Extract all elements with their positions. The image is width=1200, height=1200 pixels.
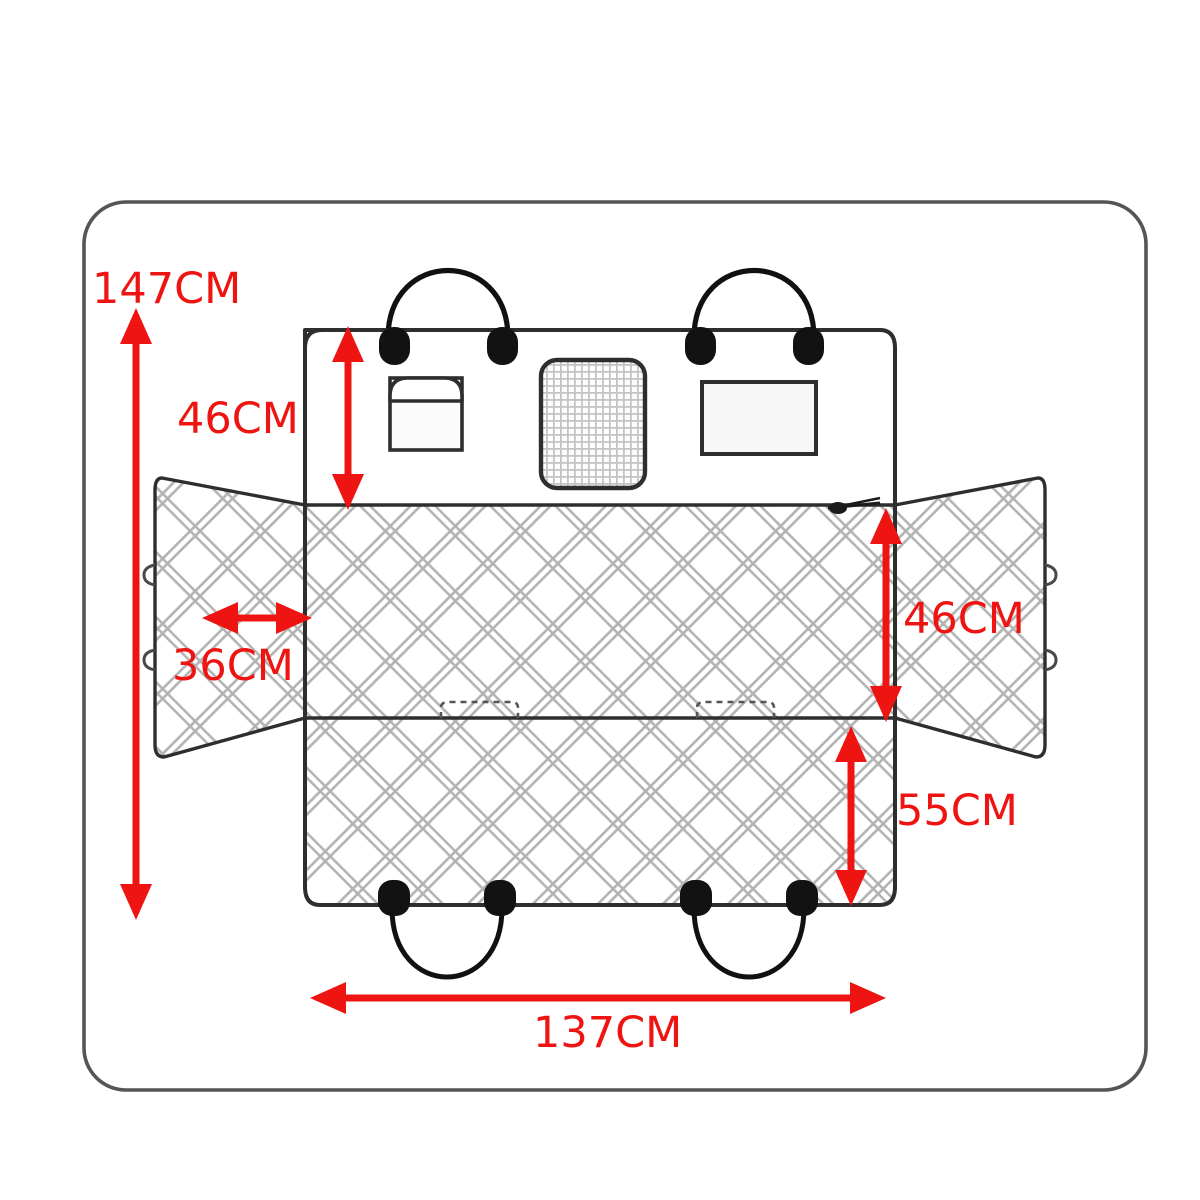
quilted-seat-area (305, 505, 895, 905)
zipper-pull-icon (827, 496, 881, 514)
dimension-label-overall-width: 137CM (533, 1008, 683, 1058)
main-panel (303, 328, 897, 907)
bottom-strap-clips (378, 880, 818, 916)
dimension-label-lower-panel-height: 55CM (896, 786, 1018, 836)
seat-belt-slot-right (695, 700, 776, 718)
dimension-label-side-flap-height: 46CM (903, 594, 1025, 644)
flap-pocket (388, 376, 464, 452)
top-strap-left (385, 267, 511, 341)
plain-pocket (700, 380, 818, 456)
mesh-window (538, 357, 648, 491)
seat-belt-slot-left (439, 700, 520, 718)
top-strap-right (691, 267, 817, 341)
dimension-arrow-147 (120, 308, 152, 920)
dimension-arrow-46-top (332, 326, 364, 510)
dimension-arrow-36 (202, 602, 312, 634)
dimension-label-top-flap-height: 46CM (177, 394, 299, 444)
top-strap-clips (379, 327, 824, 365)
dimension-arrow-46-right (870, 508, 902, 722)
bottom-strap-right (691, 905, 807, 980)
bottom-strap-left (389, 905, 505, 980)
dimension-label-side-flap-width: 36CM (172, 641, 294, 691)
dimension-label-overall-height: 147CM (92, 264, 242, 314)
dimension-arrows (120, 308, 902, 1014)
dimension-arrow-137 (310, 982, 886, 1014)
dimension-arrow-55 (835, 726, 867, 906)
side-flap-right (893, 476, 1058, 759)
